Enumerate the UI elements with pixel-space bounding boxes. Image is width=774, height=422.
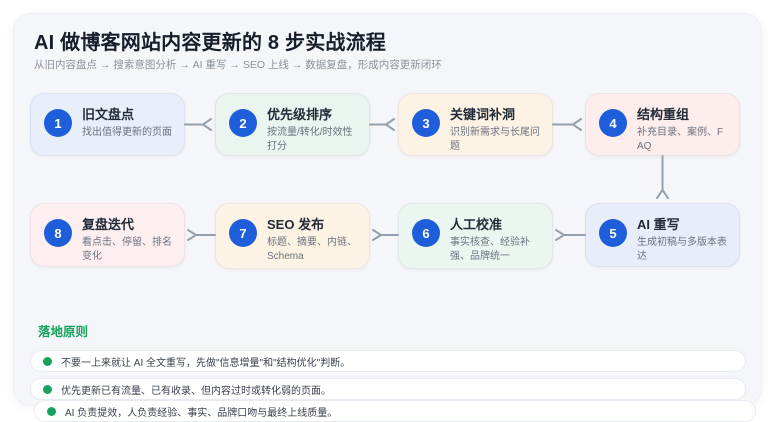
principle-item: AI 负责提效，人负责经验、事实、品牌口吻与最终上线质量。 [34, 400, 756, 422]
step-box-8: 8 复盘迭代 看点击、停留、排名变化 [30, 203, 185, 267]
principle-item: 优先更新已有流量、已有收录、但内容过时或转化弱的页面。 [30, 378, 746, 400]
principle-text: 优先更新已有流量、已有收录、但内容过时或转化弱的页面。 [61, 385, 331, 397]
step-desc: 识别新需求与长尾问题 [450, 126, 540, 152]
step-title: AI 重写 [637, 217, 680, 232]
green-dot-icon [43, 384, 52, 394]
green-dot-icon [43, 356, 52, 366]
principle-text: 不要一上来就让 AI 全文重写，先做"信息增量"和"结构优化"判断。 [61, 357, 351, 369]
step-box-2: 2 优先级排序 按流量/转化/时效性打分 [215, 93, 370, 156]
step-number-badge: 4 [599, 109, 627, 137]
step-title: 人工校准 [450, 217, 503, 232]
principles-heading: 落地原则 [38, 325, 89, 339]
green-dot-icon [47, 406, 56, 416]
step-number-badge: 2 [229, 109, 257, 137]
page-subtitle: 从旧内容盘点 → 搜索意图分析 → AI 重写 → SEO 上线 → 数据复盘，… [34, 59, 442, 71]
principle-item: 不要一上来就让 AI 全文重写，先做"信息增量"和"结构优化"判断。 [30, 350, 746, 372]
step-box-1: 1 旧文盘点 找出值得更新的页面 [30, 93, 185, 156]
step-title: 关键词补洞 [450, 107, 516, 122]
step-box-4: 4 结构重组 补充目录、案例、FAQ [585, 93, 740, 156]
step-number-badge: 7 [229, 219, 257, 247]
step-box-3: 3 关键词补洞 识别新需求与长尾问题 [398, 93, 553, 156]
step-box-6: 6 人工校准 事实核查、经验补强、品牌统一 [398, 203, 553, 269]
step-desc: 看点击、停留、排名变化 [82, 236, 172, 262]
step-desc: 事实核查、经验补强、品牌统一 [450, 236, 530, 262]
step-number-badge: 5 [599, 219, 627, 247]
step-title: 复盘迭代 [82, 217, 135, 232]
step-title: 优先级排序 [267, 107, 333, 122]
step-number-badge: 3 [412, 109, 440, 137]
step-desc: 标题、摘要、内链、Schema [267, 236, 357, 262]
step-box-5: 5 AI 重写 生成初稿与多版本表达 [585, 203, 740, 267]
step-desc: 按流量/转化/时效性打分 [267, 126, 353, 152]
step-desc: 补充目录、案例、FAQ [637, 126, 724, 152]
page-title: AI 做博客网站内容更新的 8 步实战流程 [34, 32, 386, 54]
step-number-badge: 6 [412, 219, 440, 247]
step-number-badge: 1 [44, 109, 72, 137]
principle-text: AI 负责提效，人负责经验、事实、品牌口吻与最终上线质量。 [65, 407, 338, 419]
step-title: SEO 发布 [267, 217, 325, 232]
step-desc: 生成初稿与多版本表达 [637, 236, 727, 262]
step-box-7: 7 SEO 发布 标题、摘要、内链、Schema [215, 203, 370, 269]
step-number-badge: 8 [44, 219, 72, 247]
step-title: 旧文盘点 [82, 107, 135, 122]
step-title: 结构重组 [637, 107, 690, 122]
step-desc: 找出值得更新的页面 [82, 126, 172, 138]
